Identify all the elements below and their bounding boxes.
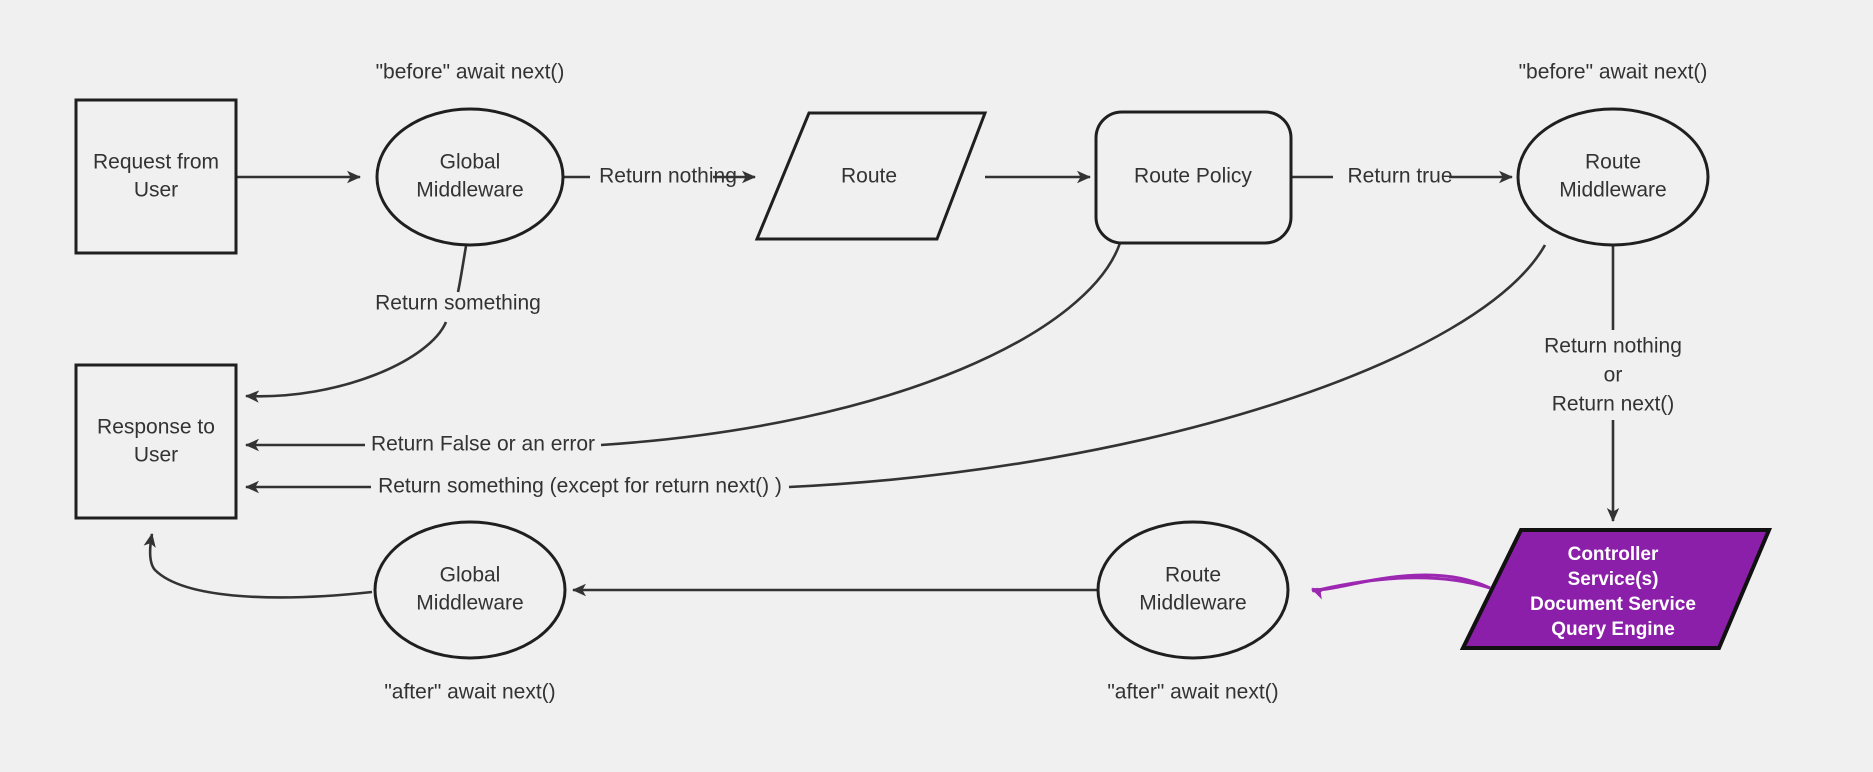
route-middleware-after-shape (1096, 520, 1290, 660)
edge-label-return-nothing-or-next-line2: or (1604, 364, 1623, 387)
edge-label-return-something-except: Return something (except for return next… (378, 475, 782, 498)
response-to-user-label-line1: Response to (97, 416, 215, 439)
response-to-user-label-line2: User (134, 444, 178, 467)
edge-return-something-to-response (245, 321, 448, 403)
global-middleware-after-label-line2: Middleware (416, 592, 523, 615)
node-request-from-user[interactable]: Request from User (74, 98, 238, 255)
route-middleware-before-label-line2: Middleware (1559, 179, 1666, 202)
controller-services-line1: Controller (1568, 544, 1659, 565)
response-to-user-shape (74, 363, 238, 520)
route-label: Route (841, 165, 897, 188)
route-middleware-after-label-line1: Route (1165, 564, 1221, 587)
global-middleware-before-label-line1: Global (440, 151, 501, 174)
route-middleware-before-label-line1: Route (1585, 151, 1641, 174)
edge-global-middleware-return-something-stub (456, 245, 468, 293)
request-from-user-label-line1: Request from (93, 151, 219, 174)
node-route-policy[interactable]: Route Policy (1094, 110, 1293, 245)
edge-label-return-nothing: Return nothing (599, 165, 737, 188)
node-response-to-user[interactable]: Response to User (74, 363, 238, 520)
annotation-after-route-middleware: "after" await next() (1107, 681, 1278, 704)
route-policy-label: Route Policy (1134, 165, 1252, 188)
controller-services-line2: Service(s) (1568, 569, 1659, 590)
node-route-middleware-after[interactable]: Route Middleware (1096, 520, 1290, 660)
edge-route-middleware-return-except-curve (788, 244, 1547, 489)
request-from-user-shape (74, 98, 238, 255)
node-route-middleware-before[interactable]: Route Middleware (1516, 107, 1710, 247)
request-from-user-label-line2: User (134, 179, 178, 202)
controller-services-line3: Document Service (1530, 594, 1696, 615)
route-shape (754, 111, 988, 241)
edge-label-return-nothing-or-next-line1: Return nothing (1544, 335, 1682, 358)
node-route[interactable]: Route (754, 111, 988, 241)
node-controller-services[interactable]: Controller Service(s) Document Service Q… (1459, 528, 1773, 650)
global-middleware-after-label-line1: Global (440, 564, 501, 587)
annotation-after-global-middleware: "after" await next() (384, 681, 555, 704)
edge-controller-to-route-middleware-after (1311, 573, 1491, 600)
annotation-before-route-middleware: "before" await next() (1519, 61, 1708, 84)
node-global-middleware-after[interactable]: Global Middleware (373, 520, 567, 660)
edge-label-return-false-or-error: Return False or an error (371, 433, 595, 456)
route-middleware-before-shape (1516, 107, 1710, 247)
global-middleware-before-shape (375, 107, 565, 247)
edge-global-middleware-after-to-response (143, 533, 373, 599)
edge-label-return-nothing-or-next-line3: Return next() (1552, 393, 1675, 416)
global-middleware-before-label-line2: Middleware (416, 179, 523, 202)
route-middleware-after-label-line2: Middleware (1139, 592, 1246, 615)
edge-label-return-something: Return something (375, 292, 541, 315)
edge-route-policy-false-curve (600, 242, 1122, 447)
node-global-middleware-before[interactable]: Global Middleware (375, 107, 565, 247)
global-middleware-after-shape (373, 520, 567, 660)
controller-services-shape (1459, 528, 1773, 650)
edge-label-return-true: Return true (1347, 165, 1452, 188)
controller-services-line4: Query Engine (1551, 619, 1675, 640)
route-policy-shape (1094, 110, 1293, 245)
annotation-before-global-middleware: "before" await next() (376, 61, 565, 84)
